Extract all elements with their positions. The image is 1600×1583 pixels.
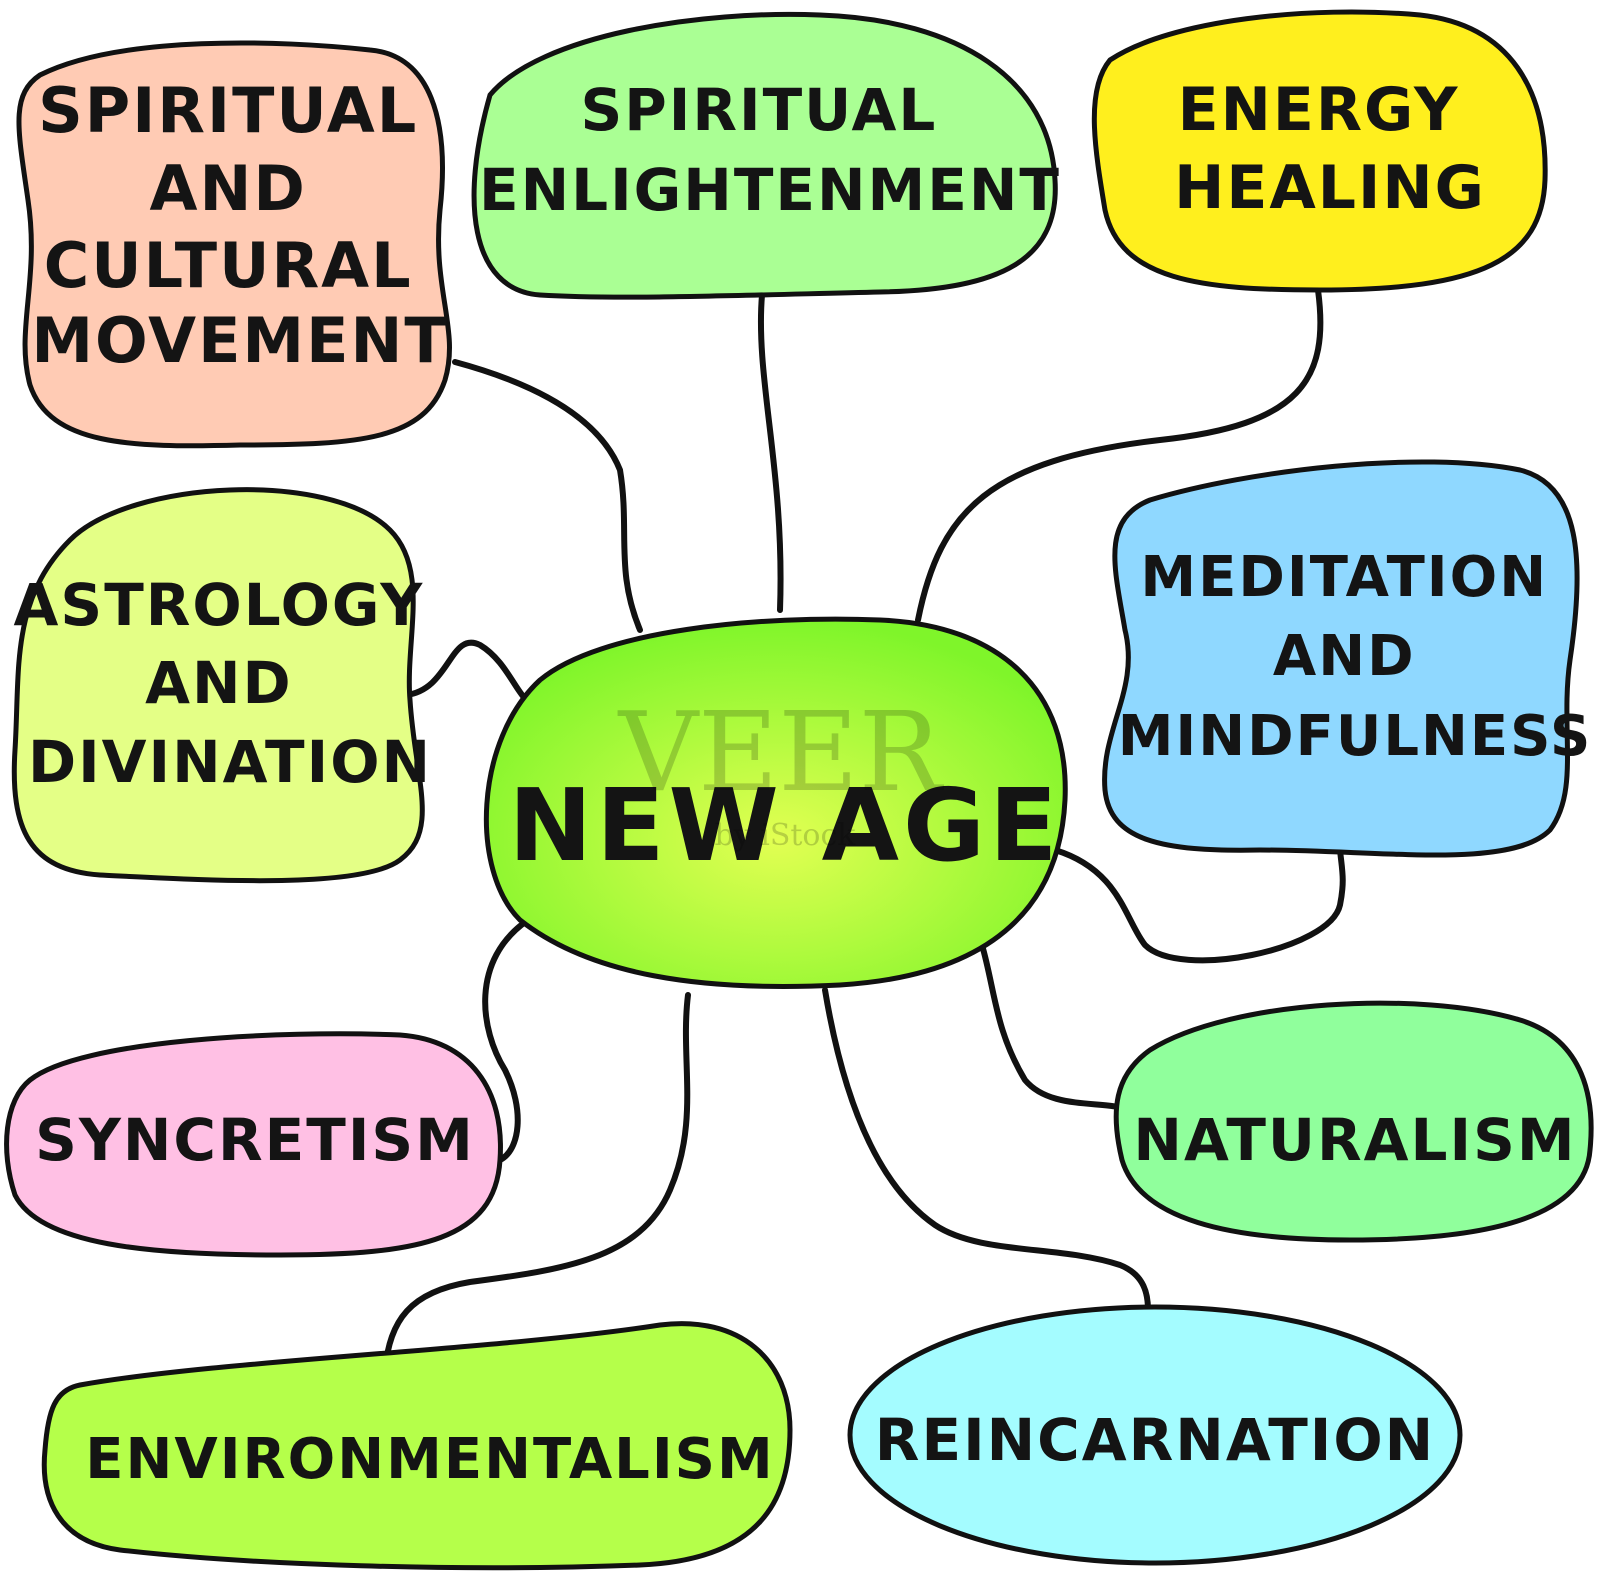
svg-text:REINCARNATION: REINCARNATION bbox=[875, 1406, 1435, 1474]
blob-syncretism bbox=[4, 1031, 503, 1258]
watermark-brand: VEER bbox=[617, 688, 945, 816]
blob-spiritual-cultural bbox=[16, 40, 452, 449]
connector-astrology bbox=[403, 639, 531, 705]
connector-spiritual-cultural bbox=[452, 359, 643, 633]
connector-enlightenment bbox=[757, 292, 784, 613]
blob-center bbox=[483, 616, 1068, 989]
node-label-line: MINDFULNESS bbox=[1118, 704, 1593, 769]
node-label-line: SYNCRETISM bbox=[35, 1106, 475, 1174]
node-label-line: DIVINATION bbox=[28, 728, 432, 796]
node-naturalism: NATURALISM bbox=[1113, 1000, 1594, 1243]
connector-meditation bbox=[1052, 847, 1346, 964]
connector-environmentalism bbox=[382, 992, 691, 1373]
node-label-line: ENERGY bbox=[1178, 75, 1460, 145]
node-spiritual-cultural: SPIRITUAL AND CULTURAL MOVEMENT bbox=[16, 40, 452, 449]
blob-enlightenment bbox=[471, 11, 1058, 300]
blob-naturalism bbox=[1113, 1000, 1594, 1243]
svg-text:SPIRITUAL ENLIGHTENMENT: SPIRITUAL ENLIGHTENMENT bbox=[479, 76, 1061, 224]
connectors bbox=[382, 287, 1346, 1373]
node-astrology: ASTROLOGY AND DIVINATION bbox=[11, 487, 447, 884]
node-label-line: AND bbox=[150, 152, 307, 225]
center-node: NEW AGE bbox=[483, 616, 1068, 989]
svg-text:NATURALISM: NATURALISM bbox=[1133, 1106, 1576, 1174]
node-label-line: HEALING bbox=[1174, 153, 1486, 223]
connector-energy-healing bbox=[915, 287, 1324, 623]
node-label-line: SPIRITUAL bbox=[580, 76, 937, 144]
blob-meditation bbox=[1102, 459, 1580, 858]
connector-naturalism bbox=[979, 942, 1135, 1113]
node-label-line: ENLIGHTENMENT bbox=[479, 156, 1061, 224]
node-label-line: MOVEMENT bbox=[31, 304, 448, 377]
node-environmentalism: ENVIRONMENTALISM bbox=[41, 1321, 793, 1571]
svg-text:SPIRITUAL AND CULT: SPIRITUAL AND CULTURAL MOVEMENT bbox=[31, 74, 448, 377]
blob-reincarnation bbox=[847, 1304, 1463, 1566]
center-label: NEW AGE bbox=[509, 767, 1062, 884]
node-label-line: MEDITATION bbox=[1140, 545, 1548, 610]
node-label-line: ENVIRONMENTALISM bbox=[85, 1427, 775, 1492]
svg-text:MEDITATION AND MIN: MEDITATION AND MINDFULNESS bbox=[1118, 545, 1593, 769]
svg-text:SYNCRETISM: SYNCRETISM bbox=[35, 1106, 475, 1174]
svg-text:ASTROLOGY AND DIVI: ASTROLOGY AND DIVINATION bbox=[14, 571, 447, 796]
node-label-line: ASTROLOGY bbox=[14, 571, 425, 639]
node-label-line: AND bbox=[1273, 624, 1416, 689]
blob-environmentalism bbox=[41, 1321, 793, 1571]
node-label-line: REINCARNATION bbox=[875, 1406, 1435, 1474]
node-reincarnation: REINCARNATION bbox=[847, 1304, 1463, 1566]
node-label-line: CULTURAL bbox=[44, 229, 413, 302]
connector-reincarnation bbox=[822, 987, 1151, 1313]
blob-energy-healing bbox=[1091, 9, 1548, 293]
node-energy-healing: ENERGY HEALING bbox=[1091, 9, 1548, 293]
node-syncretism: SYNCRETISM bbox=[4, 1031, 503, 1258]
watermark: VEER by iStock bbox=[617, 688, 945, 853]
node-label-line: SPIRITUAL bbox=[38, 74, 418, 147]
svg-text:ENVIRONMENTALISM: ENVIRONMENTALISM bbox=[85, 1427, 775, 1492]
node-label-line: NATURALISM bbox=[1133, 1106, 1576, 1174]
svg-text:ENERGY HEALING: ENERGY HEALING bbox=[1174, 75, 1486, 223]
node-label-line: AND bbox=[145, 649, 293, 717]
watermark-sub: by iStock bbox=[715, 818, 857, 853]
node-enlightenment: SPIRITUAL ENLIGHTENMENT bbox=[471, 11, 1061, 300]
node-meditation: MEDITATION AND MINDFULNESS bbox=[1102, 459, 1593, 858]
blob-astrology bbox=[11, 487, 425, 884]
connector-syncretism bbox=[482, 917, 531, 1163]
